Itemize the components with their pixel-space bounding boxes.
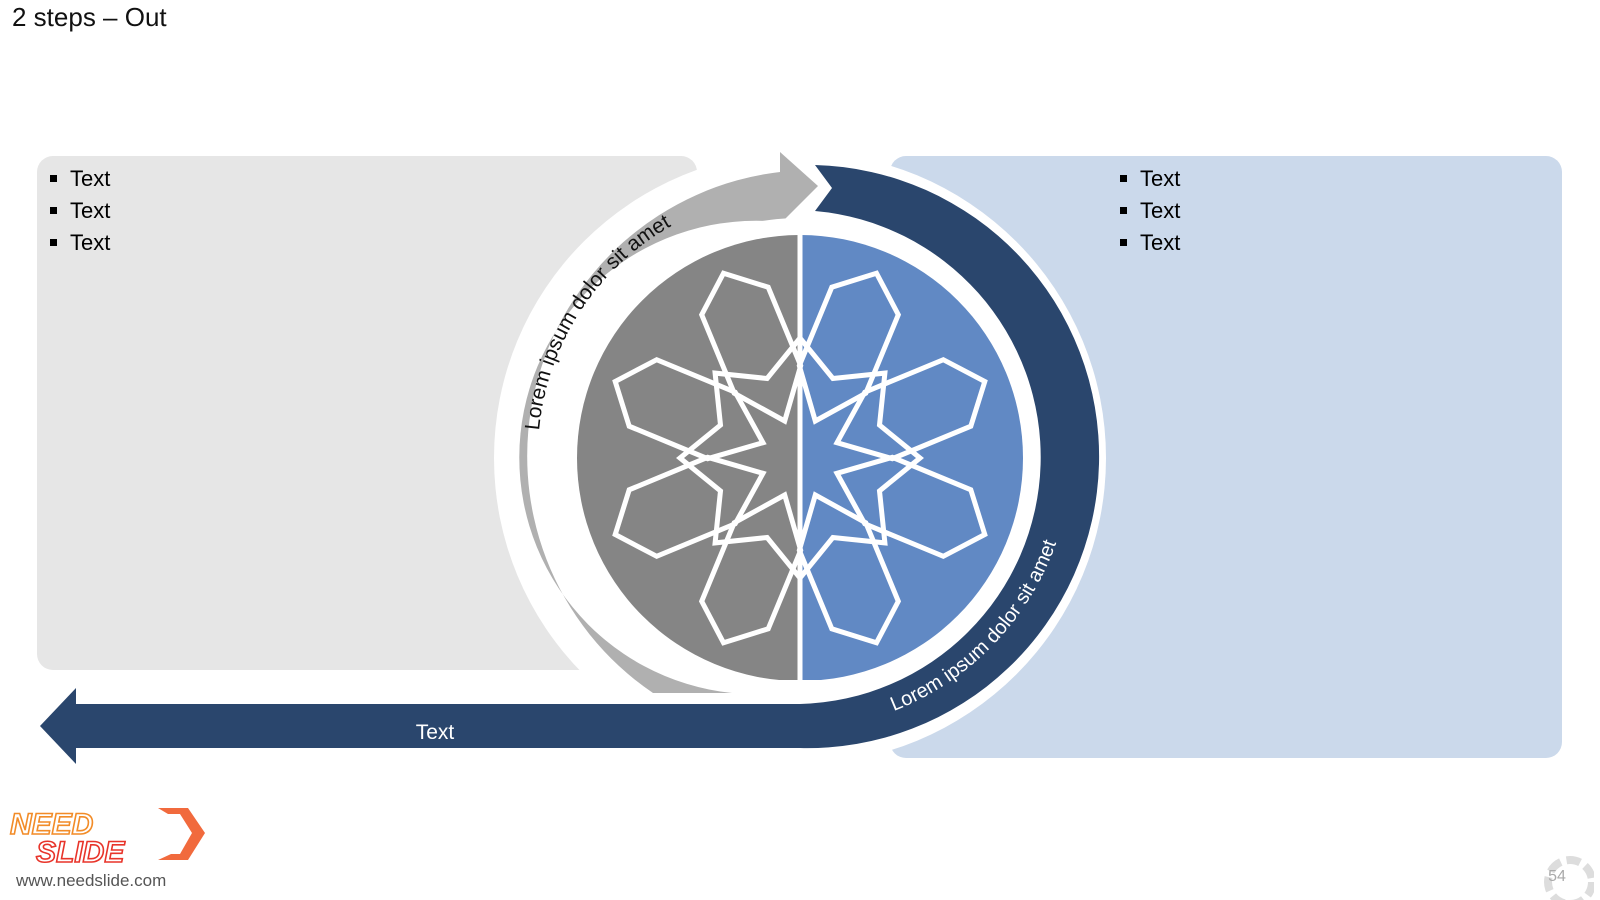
list-item: Text <box>50 227 110 259</box>
bullet-square-icon <box>1120 239 1127 246</box>
bullet-square-icon <box>50 207 57 214</box>
pattern-petal <box>833 356 988 462</box>
gray-arrowhead <box>780 152 818 224</box>
bullet-square-icon <box>1120 207 1127 214</box>
bullet-square-icon <box>1120 175 1127 182</box>
slide-title: 2 steps – Out <box>12 2 167 32</box>
list-item: Text <box>1120 195 1180 227</box>
gray-pattern-half <box>577 235 799 680</box>
list-item: Text <box>1120 163 1180 195</box>
gray-arc-arrow <box>519 152 818 693</box>
logo-text-slide: SLIDE <box>36 836 125 868</box>
navy-arc-arrow <box>40 165 1100 764</box>
website-url: www.needslide.com <box>16 871 167 890</box>
page-number-badge-icon <box>1544 856 1594 900</box>
star-pattern-lines <box>612 270 988 646</box>
page-number: 54 <box>1548 868 1566 885</box>
bullet-square-icon <box>50 175 57 182</box>
list-item: Text <box>50 195 110 227</box>
right-bullet-list: Text Text Text <box>1120 163 1180 259</box>
blue-pattern-half <box>801 235 1023 680</box>
needslide-logo: NEED SLIDE <box>9 807 205 868</box>
list-item: Text <box>50 163 110 195</box>
pattern-inner-star <box>676 334 924 582</box>
bottom-arrow-label: Text <box>416 721 455 744</box>
logo-text-need: NEED <box>10 808 93 841</box>
left-arrowhead <box>40 688 76 764</box>
left-bullet-list: Text Text Text <box>50 163 110 259</box>
list-item: Text <box>1120 227 1180 259</box>
bullet-square-icon <box>50 239 57 246</box>
